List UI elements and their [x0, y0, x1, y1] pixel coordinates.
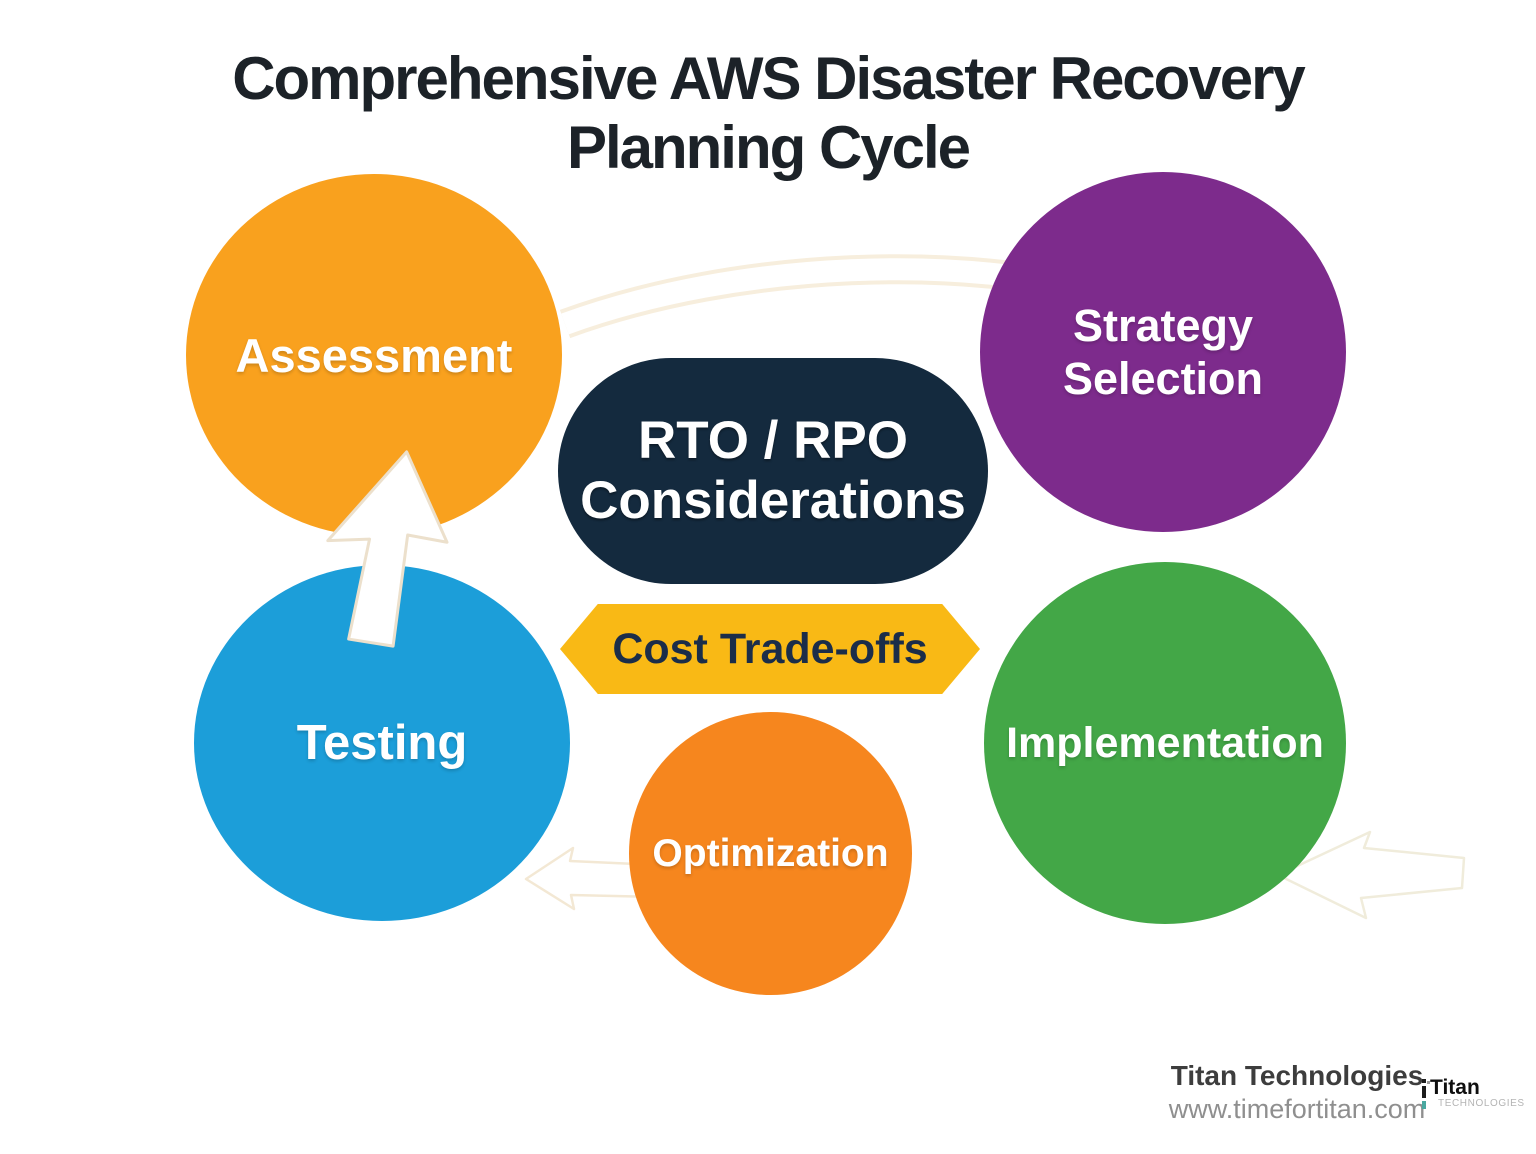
banner-cost-tradeoffs-label: Cost Trade-offs: [612, 624, 928, 673]
footer: Titan Technologies www.timefortitan.com: [1169, 1060, 1426, 1126]
footer-website: www.timefortitan.com: [1168, 1094, 1426, 1124]
node-strategy-selection: Strategy Selection: [980, 172, 1346, 532]
titan-logo-subtext: TECHNOLOGIES: [1438, 1098, 1525, 1109]
center-pill-line1: RTO / RPO: [638, 411, 908, 471]
node-strategy-line2: Selection: [1062, 353, 1264, 404]
node-strategy-selection-label: Strategy Selection: [1063, 299, 1263, 405]
node-assessment: Assessment: [186, 174, 562, 536]
page-title: Comprehensive AWS Disaster Recovery Plan…: [0, 44, 1536, 182]
node-implementation: Implementation: [984, 562, 1346, 924]
titan-logo: Titan TECHNOLOGIES: [1422, 1076, 1525, 1113]
node-strategy-line1: Strategy: [1072, 299, 1254, 351]
page-title-line1: Comprehensive AWS Disaster Recovery: [232, 45, 1306, 112]
footer-company-name: Titan Technologies: [1170, 1060, 1424, 1091]
center-pill-line2: Considerations: [580, 471, 966, 530]
node-optimization: Optimization: [629, 712, 912, 995]
node-testing: Testing: [194, 565, 570, 921]
node-assessment-label: Assessment: [235, 328, 513, 382]
titan-logo-name: Titan: [1430, 1076, 1480, 1099]
node-testing-label: Testing: [296, 716, 468, 770]
titan-logo-pixel-marks-icon: [1422, 1079, 1430, 1113]
node-implementation-label: Implementation: [1006, 718, 1324, 767]
node-optimization-label: Optimization: [652, 831, 889, 875]
banner-cost-tradeoffs: Cost Trade-offs: [560, 604, 980, 694]
page-title-line2: Planning Cycle: [566, 114, 971, 181]
center-pill-rto-rpo: RTO / RPO Considerations: [558, 358, 988, 584]
